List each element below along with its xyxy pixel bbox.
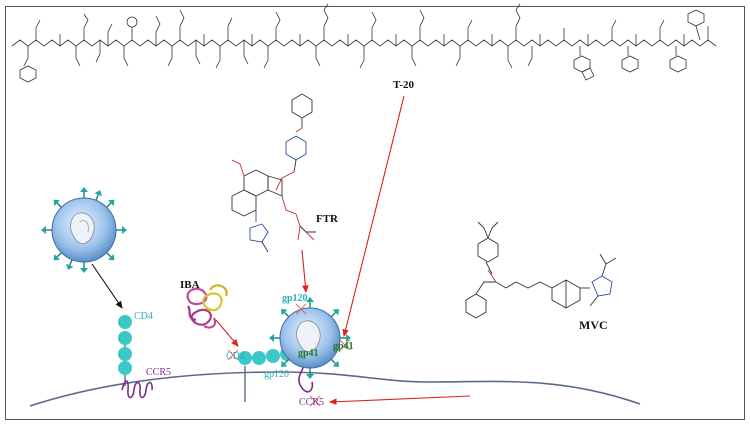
ccr5-coreceptor-left bbox=[121, 380, 153, 399]
arrow-mvc-to-ccr5 bbox=[328, 395, 471, 406]
gp120-bottom-label: gp120 bbox=[264, 369, 289, 380]
cell-membrane bbox=[29, 371, 641, 407]
hiv-virion-left bbox=[40, 186, 128, 274]
hiv-virion-center bbox=[268, 296, 352, 380]
arrow-virion-to-cd4 bbox=[91, 263, 123, 309]
t20-peptide-structure bbox=[11, 3, 717, 83]
ccr5-mid-label: CCR5 bbox=[299, 397, 325, 408]
arrow-ftr-to-gp120 bbox=[301, 249, 309, 294]
cd4-mid-label: CD4 bbox=[226, 351, 245, 362]
inhibition-marks bbox=[227, 303, 351, 407]
gp120-top-label: gp120 bbox=[282, 293, 308, 304]
cd4-left-label: CD4 bbox=[134, 311, 153, 322]
cd4-receptor-left bbox=[118, 315, 132, 386]
ccr5-left-label: CCR5 bbox=[146, 367, 172, 378]
gp41-center-label: gp41 bbox=[298, 348, 319, 359]
arrow-t20-to-gp41 bbox=[342, 95, 405, 338]
fostemsavir-structure bbox=[231, 93, 316, 253]
t20-label: T-20 bbox=[393, 79, 414, 91]
iba-label: IBA bbox=[180, 279, 200, 291]
ibalizumab-protein-ribbon bbox=[186, 284, 228, 329]
gp41-right-label: gp41 bbox=[333, 341, 354, 352]
maraviroc-structure bbox=[465, 221, 617, 319]
arrow-iba-to-cd4 bbox=[215, 319, 239, 347]
ftr-label: FTR bbox=[316, 213, 338, 225]
mvc-label: MVC bbox=[579, 318, 608, 332]
figure-frame bbox=[5, 6, 745, 420]
